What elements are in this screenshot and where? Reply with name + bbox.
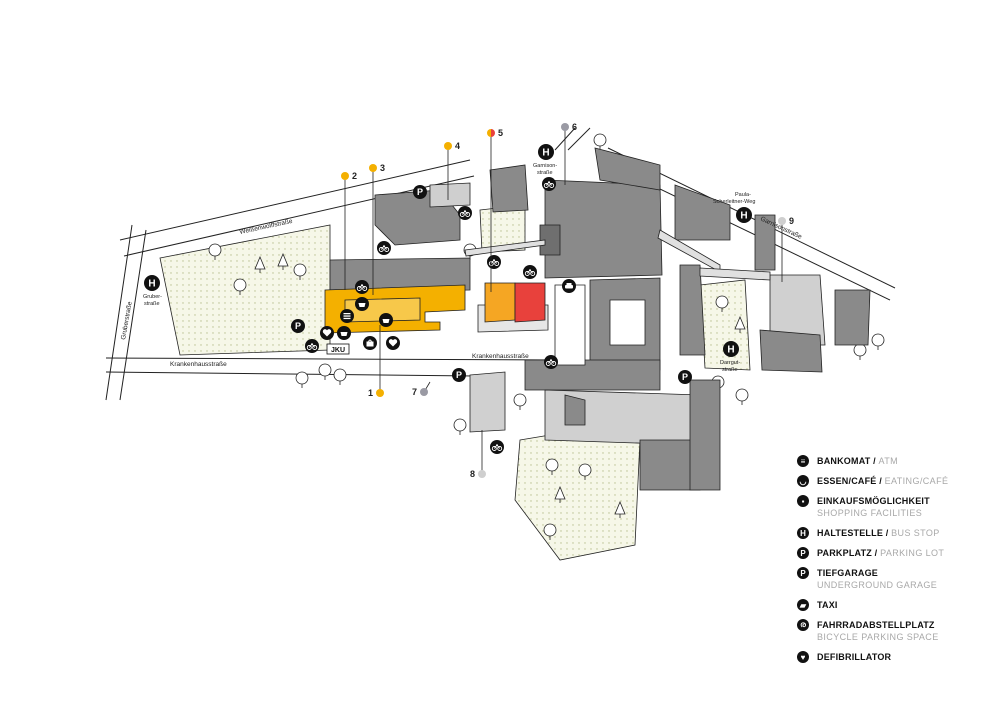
- bus-stop-icon: [538, 144, 554, 160]
- parking-icon: P: [797, 547, 809, 559]
- stop-label-gruber-2: straße: [144, 301, 160, 307]
- legend-label: PARKPLATZ / PARKING LOT: [817, 548, 945, 558]
- bus-stop-icon: H: [797, 527, 809, 539]
- taxi-icon: ▰: [797, 599, 809, 611]
- street-label-krankenhausstrasse-1: Krankenhausstraße: [170, 361, 227, 368]
- legend-item-parking: P PARKPLATZ / PARKING LOT: [797, 547, 997, 559]
- legend-label: HALTESTELLE / BUS STOP: [817, 528, 940, 538]
- stop-label-gruber-1: Gruber-: [143, 294, 162, 300]
- stop-label-garnison-2: straße: [537, 170, 553, 176]
- legend-item-defibrillator: ♥ DEFIBRILLATOR: [797, 651, 997, 663]
- legend-label: TAXI: [817, 600, 838, 610]
- marker-4: 4: [444, 141, 460, 151]
- atm-icon: ≡: [797, 455, 809, 467]
- marker-2-label: 2: [352, 171, 357, 181]
- marker-6-label: 6: [572, 122, 577, 132]
- stop-label-darrgut-1: Darrgut-: [720, 360, 740, 366]
- marker-7: 7: [412, 387, 428, 397]
- marker-4-label: 4: [455, 141, 460, 151]
- marker-3: 3: [369, 163, 385, 173]
- legend-label: DEFIBRILLATOR: [817, 652, 892, 662]
- marker-6: 6: [561, 122, 577, 132]
- marker-8: 8: [470, 469, 486, 479]
- defibrillator-icon: [320, 326, 334, 340]
- bicycle-icon: [489, 439, 505, 455]
- bicycle-icon: [304, 338, 320, 354]
- map-legend: ≡ BANKOMAT / ATM ◡ ESSEN/CAFÉ / EATING/C…: [797, 455, 997, 671]
- stop-label-garnison-1: Garnison-: [533, 163, 557, 169]
- legend-item-bus-stop: H HALTESTELLE / BUS STOP: [797, 527, 997, 539]
- parking-icon: [452, 368, 466, 382]
- defibrillator-icon: ♥: [797, 651, 809, 663]
- legend-label: ESSEN/CAFÉ / EATING/CAFÉ: [817, 476, 949, 486]
- parking-icon: [678, 370, 692, 384]
- bus-stop-icon: [736, 207, 752, 223]
- jku-logo: [326, 343, 350, 355]
- stop-label-paula-1: Paula-: [735, 192, 751, 198]
- marker-9-label: 9: [789, 216, 794, 226]
- taxi-icon: [562, 279, 576, 293]
- bicycle-icon: [376, 240, 392, 256]
- cafe-icon: ◡: [797, 475, 809, 487]
- legend-label: BANKOMAT / ATM: [817, 456, 899, 466]
- jku-label: JKU: [331, 347, 345, 354]
- marker-2: 2: [341, 171, 357, 181]
- bus-stop-icon: [723, 341, 739, 357]
- bicycle-icon: [522, 264, 538, 280]
- defibrillator-icon: [386, 336, 400, 350]
- bicycle-icon: ര: [797, 619, 809, 631]
- legend-item-cafe: ◡ ESSEN/CAFÉ / EATING/CAFÉ: [797, 475, 997, 487]
- stop-label-darrgut-2: straße: [722, 367, 738, 373]
- cafe-icon: [355, 297, 369, 311]
- parking-icon: [413, 185, 427, 199]
- atm-icon: [340, 309, 354, 323]
- bus-stop-icon: [144, 275, 160, 291]
- marker-1: 1: [368, 388, 384, 398]
- shopping-icon: ▪: [797, 495, 809, 507]
- bicycle-icon: [486, 254, 502, 270]
- marker-1-label: 1: [368, 388, 373, 398]
- marker-5: 5: [487, 128, 503, 138]
- street-label-krankenhausstrasse-2: Krankenhausstraße: [472, 353, 529, 360]
- bicycle-icon: [543, 354, 559, 370]
- bicycle-icon: [457, 205, 473, 221]
- garage-icon: P: [797, 567, 809, 579]
- cafe-icon: [379, 313, 393, 327]
- marker-7-label: 7: [412, 387, 417, 397]
- marker-9: 9: [778, 216, 794, 226]
- bicycle-icon: [541, 176, 557, 192]
- marker-8-label: 8: [470, 469, 475, 479]
- marker-5-label: 5: [498, 128, 503, 138]
- parking-icon: [291, 319, 305, 333]
- cafe-icon: [337, 326, 351, 340]
- legend-item-taxi: ▰ TAXI: [797, 599, 997, 611]
- marker-3-label: 3: [380, 163, 385, 173]
- street-label-weissenwolffstrasse: Weißenwolffstraße: [239, 218, 294, 236]
- walkways: [464, 229, 771, 281]
- stop-label-paula-2: Scherleitner-Weg: [713, 199, 755, 205]
- bicycle-icon: [354, 279, 370, 295]
- shopping-icon: [362, 335, 378, 351]
- marker-leaders: [344, 127, 783, 474]
- legend-item-atm: ≡ BANKOMAT / ATM: [797, 455, 997, 467]
